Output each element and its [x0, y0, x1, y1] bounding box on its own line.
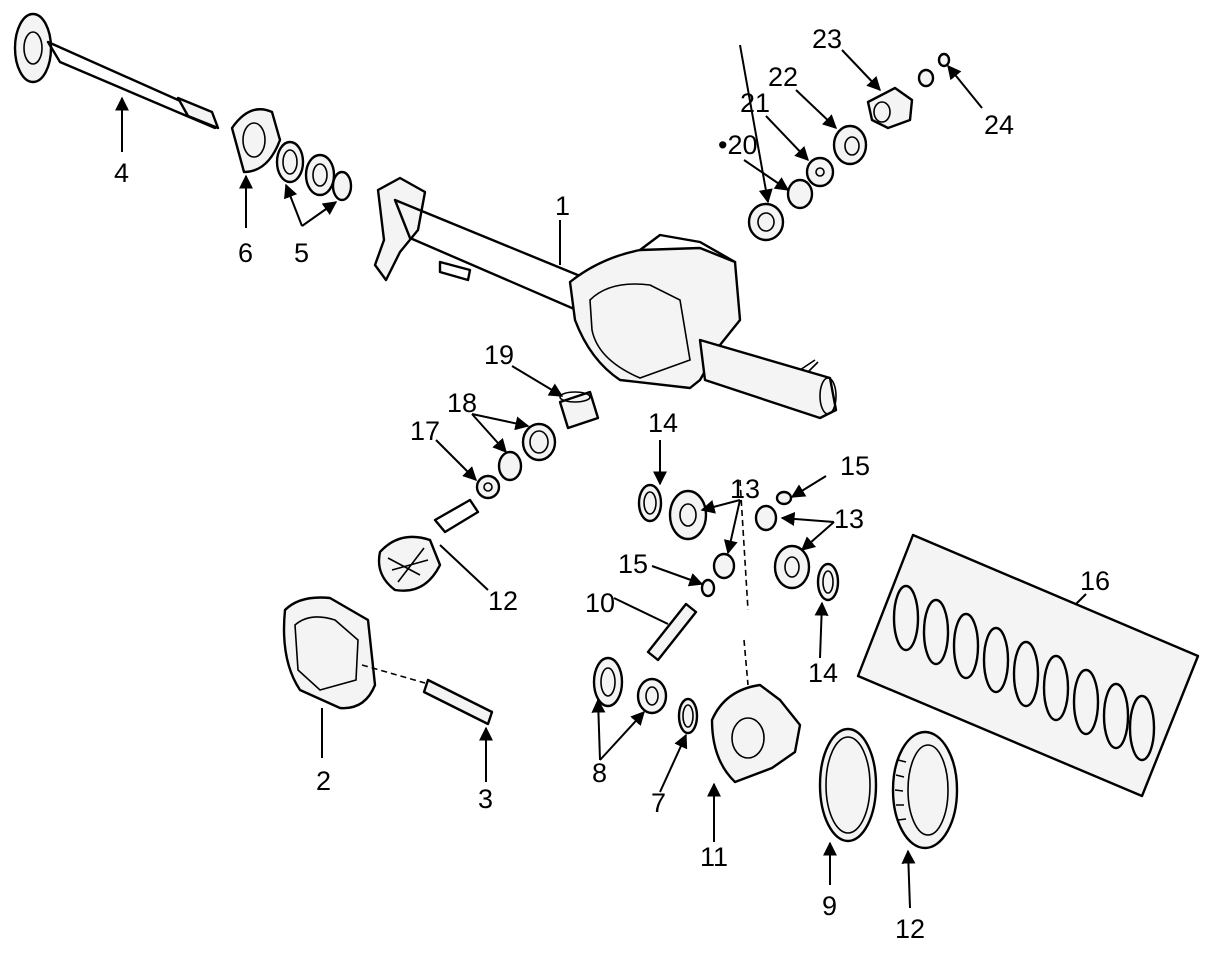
callout-3: 3 [478, 784, 493, 814]
axle-shaft [13, 12, 220, 130]
case-shim [677, 697, 699, 735]
retainer-plate [230, 108, 282, 174]
ring-gear [891, 730, 959, 850]
callout-13-upper: 13 [730, 474, 760, 504]
pinion-bearing [747, 178, 814, 242]
thrust-washer-right [816, 562, 840, 602]
callout-12-ring-gear: 12 [895, 914, 925, 944]
side-gear-right [773, 544, 811, 590]
callout-20: •20 [718, 130, 758, 160]
callout-labels: 1 2 3 4 5 6 7 8 9 10 11 12 12 13 13 14 1… [114, 24, 1110, 944]
callout-1: 1 [555, 191, 570, 221]
ring-gasket [818, 727, 878, 843]
pinion-flange [866, 86, 914, 130]
pinion-washer [805, 156, 835, 188]
callout-11: 11 [700, 842, 728, 872]
callout-9: 9 [822, 891, 837, 921]
pinion-bearing-cup [497, 422, 557, 482]
callout-23: 23 [812, 24, 842, 54]
clutch-plates [892, 584, 1156, 762]
pinion-sleeve [558, 390, 600, 430]
cover-bolt [361, 664, 494, 726]
pinion-shim [475, 474, 501, 500]
pinion-seal [832, 124, 868, 166]
callout-22: 22 [768, 62, 798, 92]
axle-housing [373, 176, 838, 420]
callout-7: 7 [651, 788, 666, 818]
callout-19: 19 [484, 340, 514, 370]
thrust-washer-left [637, 483, 663, 523]
callout-18: 18 [447, 388, 477, 418]
callout-15-left: 15 [618, 549, 648, 579]
differential-cover [282, 596, 377, 710]
pinion-nut [917, 52, 951, 88]
pinion-gear-lower [712, 552, 736, 580]
side-gear-left [668, 489, 708, 541]
callout-24: 24 [984, 110, 1014, 140]
axle-bearing-set [275, 140, 353, 202]
callout-16: 16 [1080, 566, 1110, 596]
callout-21: 21 [740, 88, 770, 118]
callout-14-upper: 14 [648, 408, 678, 438]
pinion-washer-lower [700, 578, 716, 598]
callout-4: 4 [114, 158, 129, 188]
leader-lines [115, 44, 1087, 909]
callout-15-right: 15 [840, 451, 870, 481]
callout-5: 5 [294, 238, 309, 268]
callout-14-lower: 14 [808, 658, 838, 688]
callout-10: 10 [585, 588, 615, 618]
assembly-centerline [739, 479, 749, 611]
callout-2: 2 [316, 766, 331, 796]
differential-bearings [592, 656, 668, 715]
callout-12-pinion: 12 [488, 586, 518, 616]
drive-pinion [377, 498, 480, 592]
callout-8: 8 [592, 758, 607, 788]
differential-case [710, 639, 802, 784]
callout-6: 6 [238, 238, 253, 268]
pinion-gear-upper [754, 504, 778, 532]
callout-17: 17 [410, 416, 440, 446]
clutch-pack-kit [856, 533, 1200, 798]
cross-shaft [646, 602, 698, 662]
callout-13-right: 13 [834, 504, 864, 534]
pinion-washer-upper [775, 490, 793, 506]
